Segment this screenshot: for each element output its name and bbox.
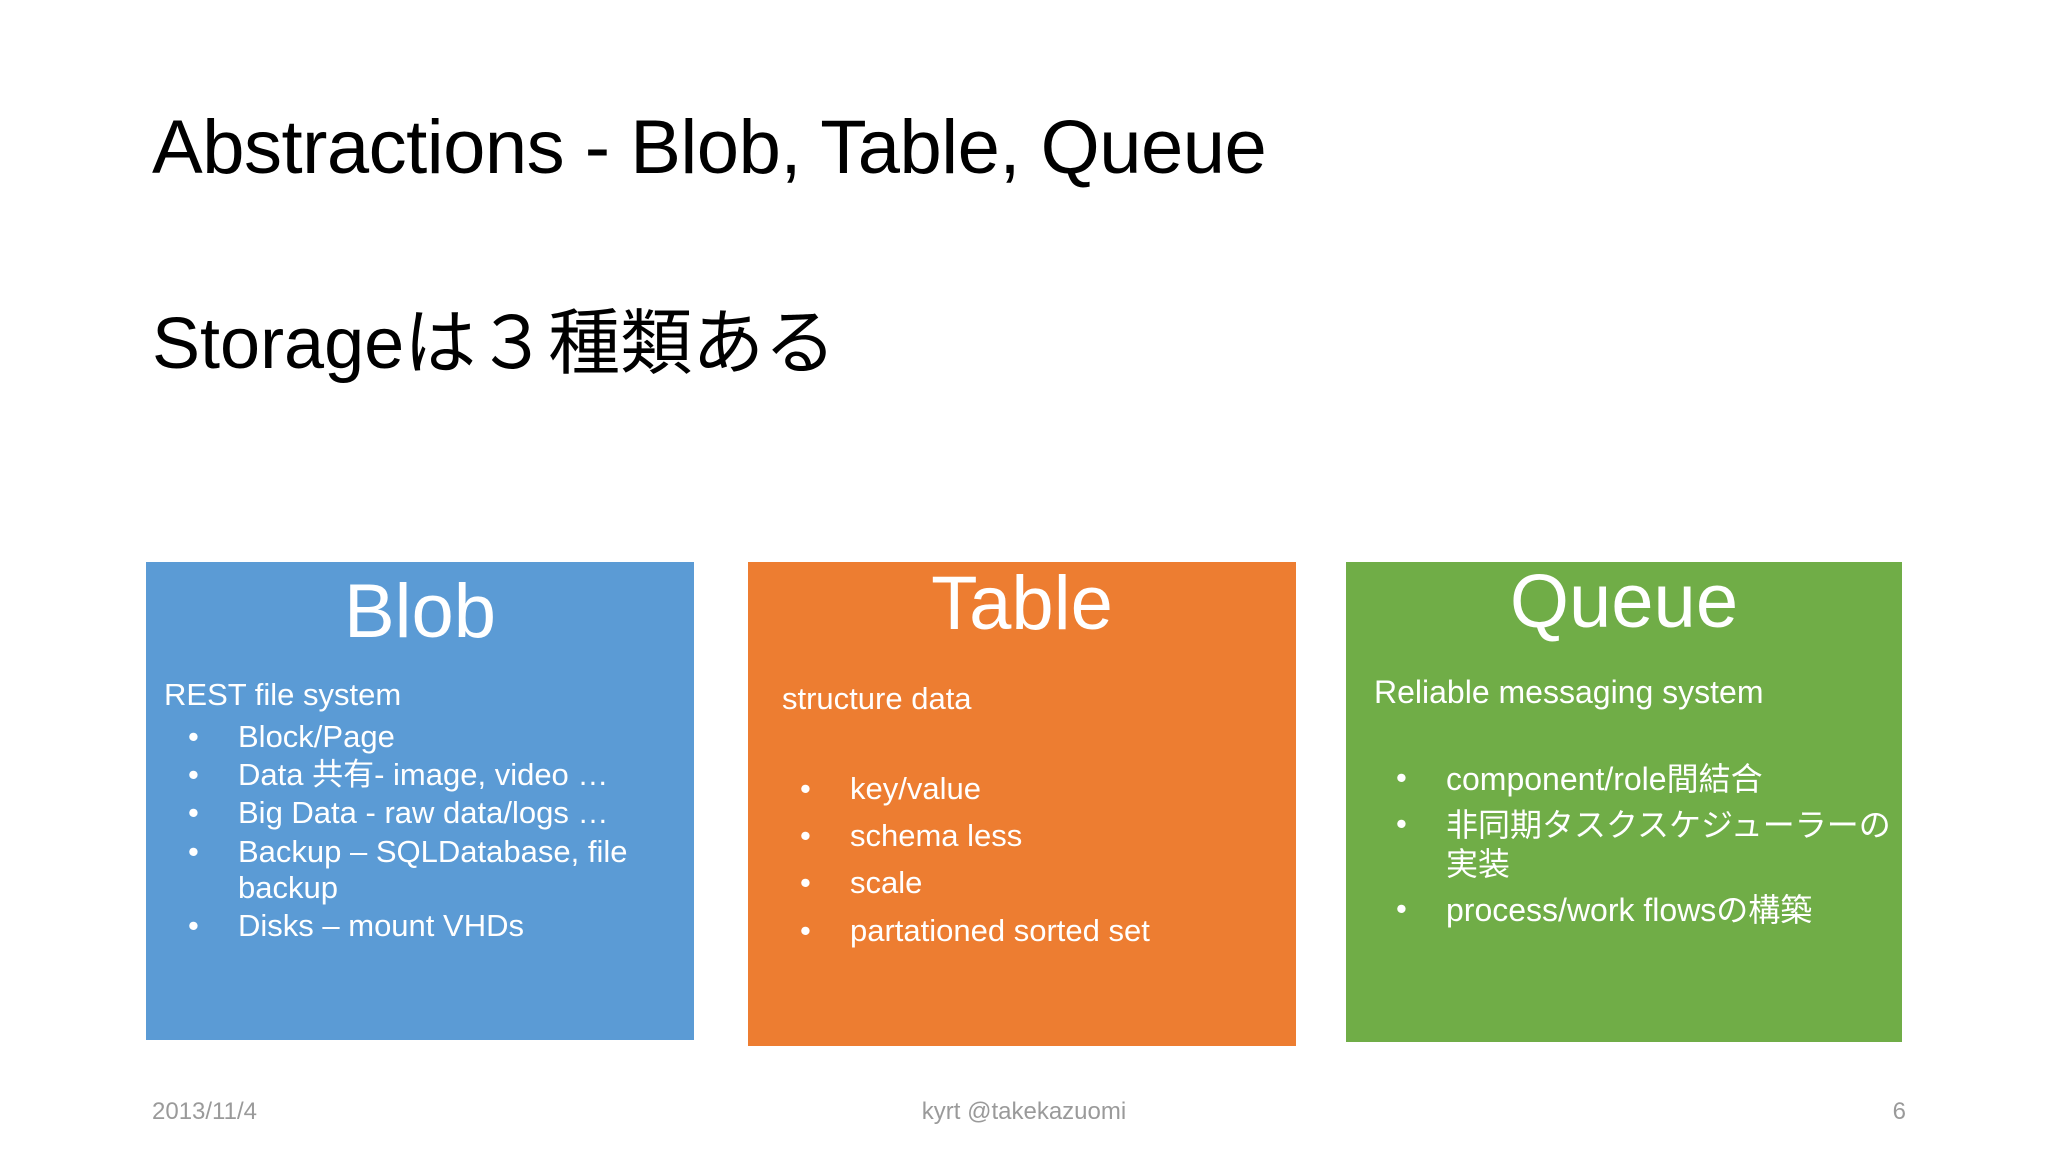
bullet-dot-icon: • — [800, 770, 811, 806]
bullet-dot-icon: • — [1396, 891, 1407, 927]
list-item-label: partationed sorted set — [850, 912, 1150, 948]
footer-page-number: 6 — [1892, 1098, 1906, 1125]
list-item-label: Backup – SQLDatabase, file backup — [238, 833, 628, 905]
bullet-dot-icon: • — [800, 912, 811, 948]
list-item: • 非同期タスクスケジューラーの実装 — [1396, 806, 1892, 883]
bullet-dot-icon: • — [188, 718, 199, 754]
bullet-dot-icon: • — [800, 865, 811, 901]
list-item: • key/value — [800, 771, 1286, 807]
card-blob-heading: Blob — [343, 569, 497, 654]
card-queue: Queue Reliable messaging system • compon… — [1346, 562, 1902, 1042]
bullet-dot-icon: • — [1396, 760, 1407, 795]
card-queue-bullet-list: • component/role間結合 • 非同期タスクスケジューラーの実装 •… — [1346, 760, 1902, 930]
list-item: • component/role間結合 — [1396, 760, 1892, 798]
list-item: • Disks – mount VHDs — [188, 908, 684, 944]
bullet-dot-icon: • — [188, 757, 199, 793]
slide-footer: 2013/11/4 kyrt @takekazuomi 6 — [0, 1098, 2048, 1138]
card-queue-lead: Reliable messaging system — [1374, 674, 1764, 710]
list-item: • Block/Page — [188, 719, 684, 755]
card-table-bullet-list: • key/value • schema less • scale • part… — [748, 771, 1296, 949]
card-table-heading: Table — [931, 561, 1113, 646]
list-item-label: key/value — [850, 770, 981, 806]
list-item-label: scale — [850, 865, 923, 901]
list-item-label: 非同期タスクスケジューラーの実装 — [1446, 807, 1891, 882]
bullet-dot-icon: • — [800, 818, 811, 854]
list-item-label: Block/Page — [238, 718, 395, 754]
footer-credit: kyrt @takekazuomi — [921, 1098, 1127, 1125]
list-item: • Data 共有- image, video … — [188, 757, 684, 793]
bullet-dot-icon: • — [188, 795, 199, 831]
list-item-label: schema less — [850, 818, 1023, 854]
card-blob-bullet-list: • Block/Page • Data 共有- image, video … •… — [146, 719, 694, 945]
list-item-label: process/work flowsの構築 — [1446, 892, 1813, 929]
page-subtitle: Storageは３種類ある — [152, 304, 837, 384]
list-item: • Big Data - raw data/logs … — [188, 795, 684, 831]
list-item: • scale — [800, 865, 1286, 901]
card-queue-heading: Queue — [1509, 559, 1739, 644]
list-item-label: Data 共有- image, video … — [238, 757, 609, 793]
footer-date: 2013/11/4 — [152, 1098, 257, 1125]
card-blob-lead: REST file system — [164, 677, 402, 712]
bullet-dot-icon: • — [1396, 806, 1407, 842]
card-table-lead: structure data — [782, 681, 972, 716]
list-item-label: Big Data - raw data/logs … — [238, 795, 609, 831]
card-blob: Blob REST file system • Block/Page • Dat… — [146, 562, 694, 1040]
list-item-label: component/role間結合 — [1446, 761, 1763, 797]
bullet-dot-icon: • — [188, 833, 199, 869]
list-item: • schema less — [800, 818, 1286, 854]
list-item-label: Disks – mount VHDs — [238, 908, 524, 944]
list-item: • process/work flowsの構築 — [1396, 891, 1892, 929]
bullet-dot-icon: • — [188, 908, 199, 944]
list-item: • Backup – SQLDatabase, file backup — [188, 834, 684, 907]
list-item: • partationed sorted set — [800, 913, 1286, 949]
card-table: Table structure data • key/value • schem… — [748, 562, 1296, 1046]
page-title: Abstractions - Blob, Table, Queue — [152, 105, 1267, 190]
